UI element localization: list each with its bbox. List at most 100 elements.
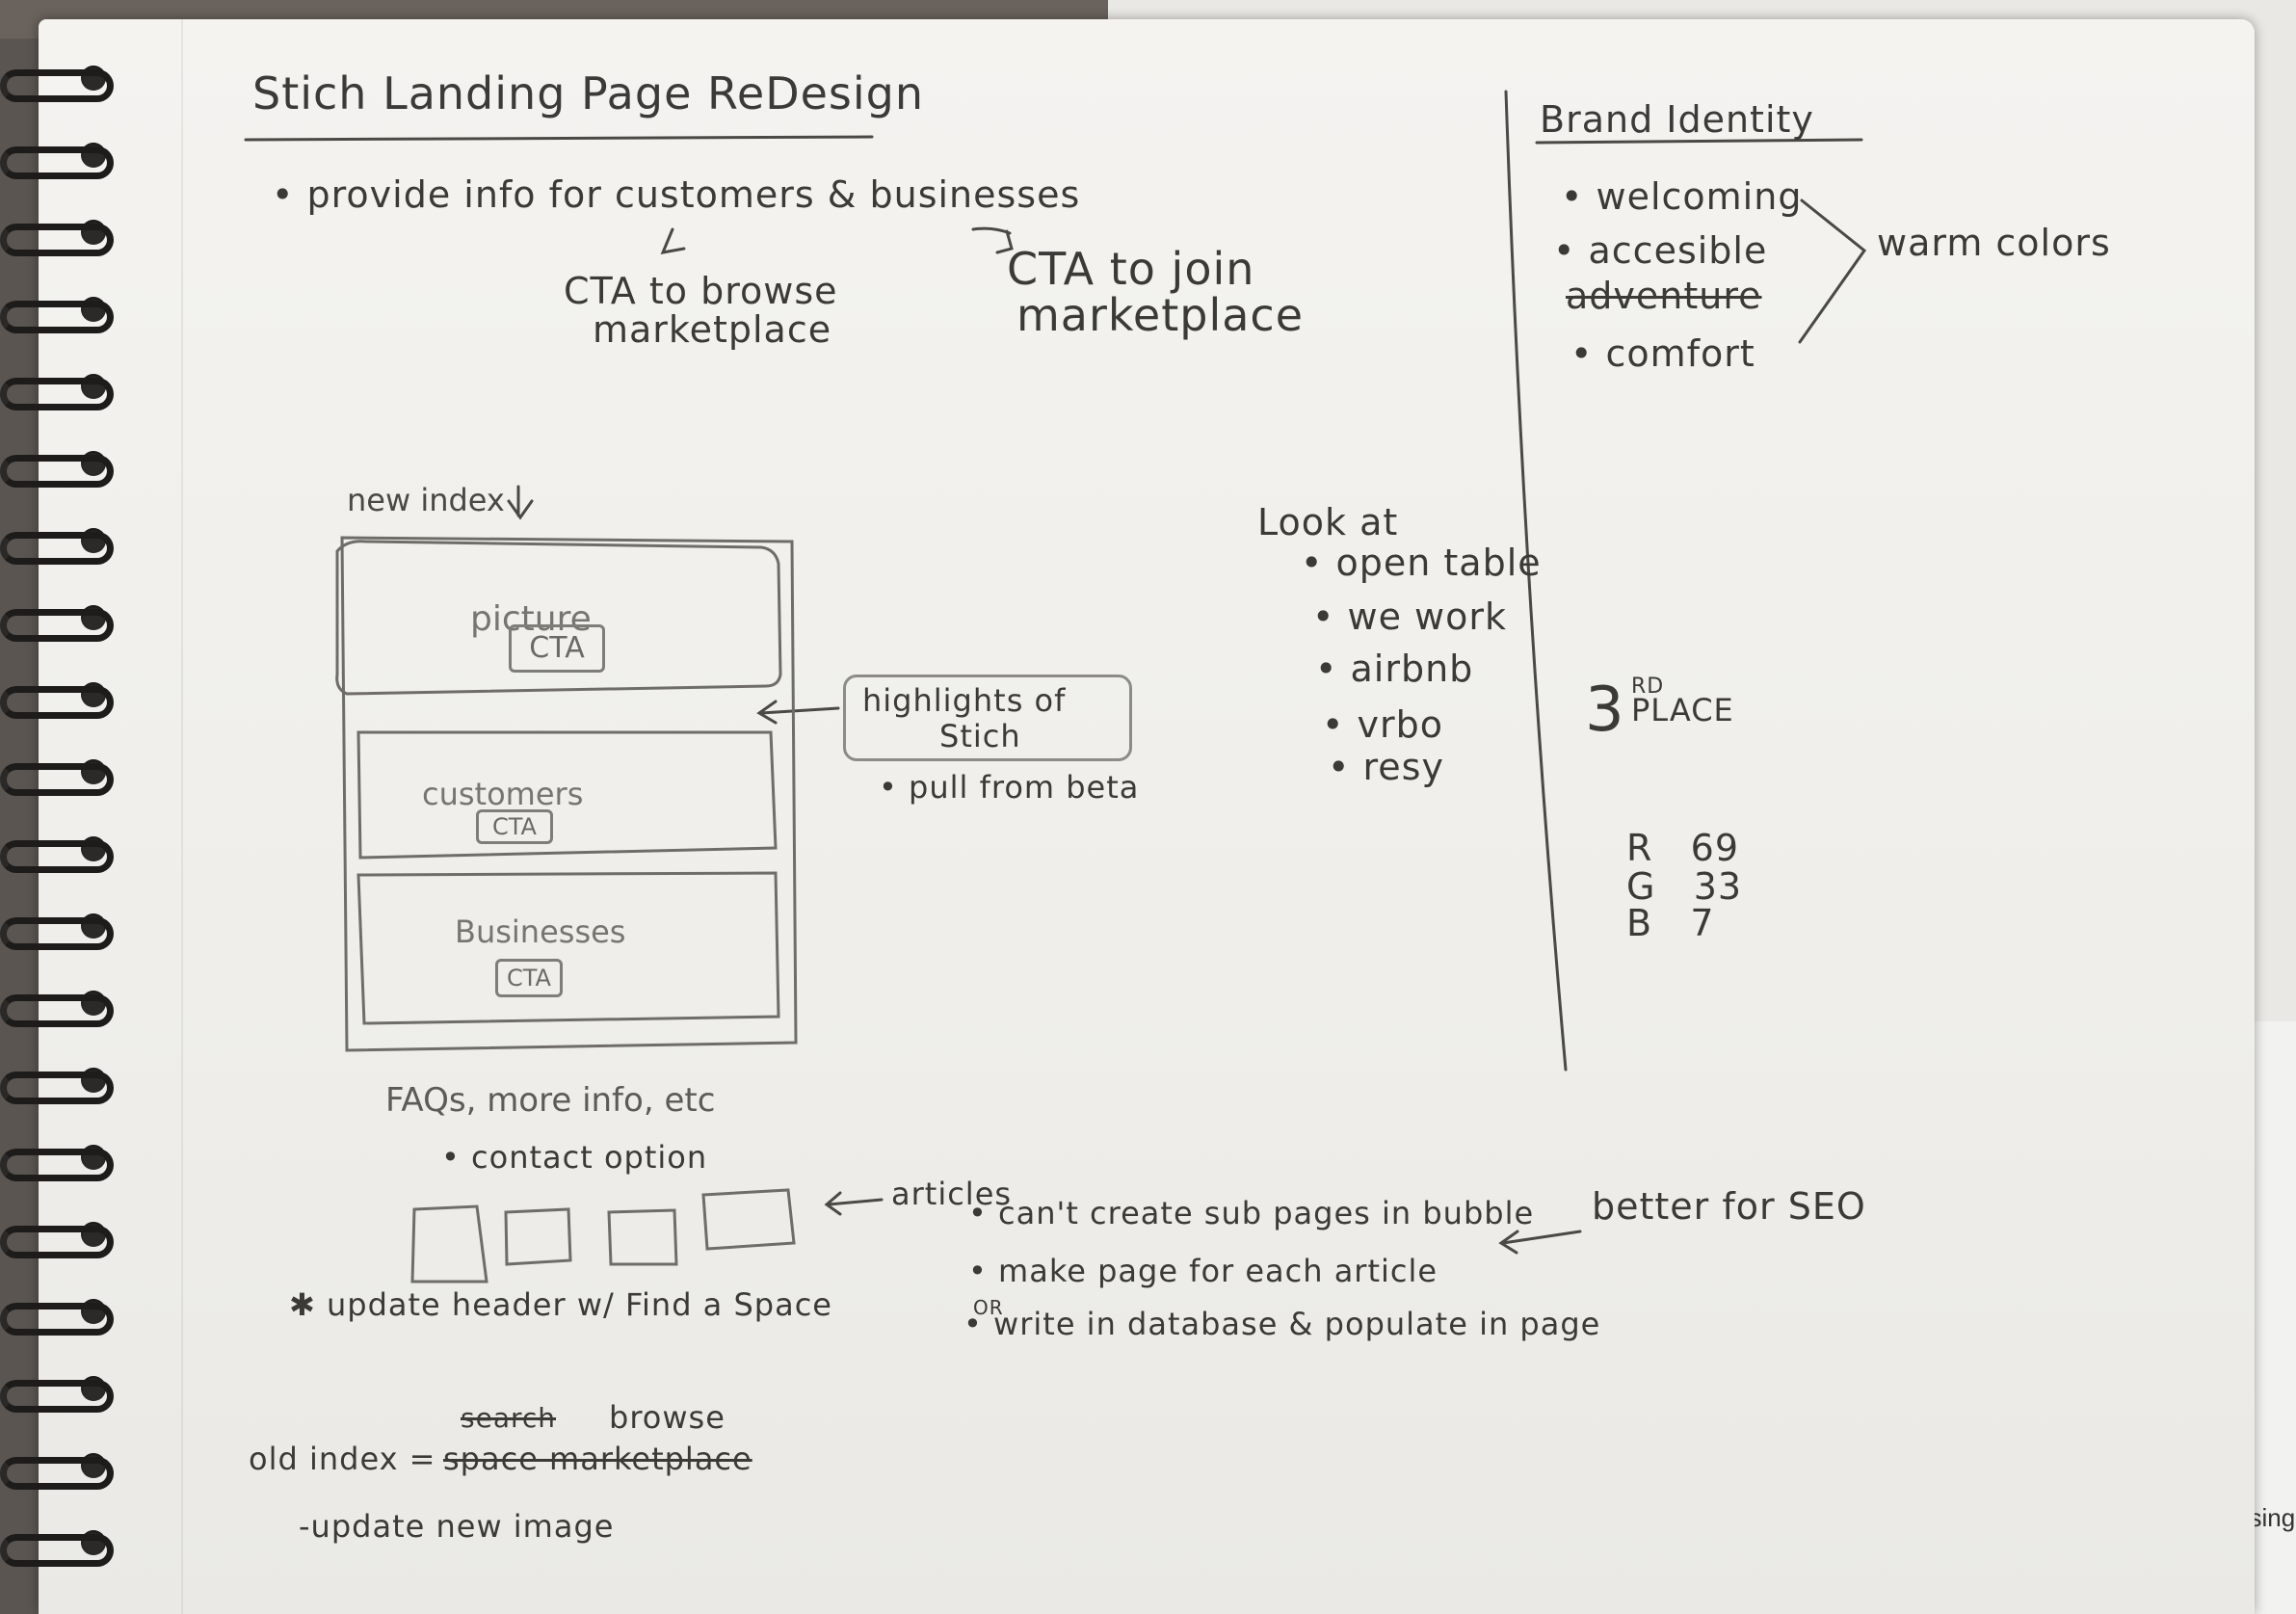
look-item-text: we work bbox=[1347, 595, 1507, 638]
spiral-coil bbox=[0, 609, 114, 642]
spiral-coil bbox=[0, 69, 114, 102]
goal-bullet: • provide info for customers & businesse… bbox=[272, 173, 1081, 216]
picture-cta: CTA bbox=[509, 624, 605, 673]
rgb-r: R 69 bbox=[1626, 827, 1739, 869]
articles-label: articles bbox=[891, 1176, 1013, 1212]
brand-item: • welcoming bbox=[1561, 175, 1803, 218]
spiral-coil bbox=[0, 224, 114, 256]
rgb-label: G bbox=[1626, 865, 1656, 908]
look-item: • vrbo bbox=[1322, 703, 1443, 746]
article-card bbox=[410, 1204, 488, 1283]
title-underline bbox=[244, 135, 874, 142]
brand-item-text: accesible bbox=[1588, 229, 1768, 272]
rgb-value: 33 bbox=[1693, 865, 1743, 908]
picture-section bbox=[335, 540, 782, 696]
cta-browse-line2: marketplace bbox=[593, 308, 832, 351]
note-write: • write in database & populate in page bbox=[963, 1306, 1601, 1342]
old-browse: browse bbox=[609, 1399, 726, 1436]
brand-item-text: comfort bbox=[1605, 332, 1755, 375]
look-item: • airbnb bbox=[1315, 648, 1474, 690]
spiral-coil bbox=[0, 1303, 114, 1336]
rgb-value: 69 bbox=[1690, 827, 1740, 869]
old-index-label: old index = bbox=[249, 1441, 436, 1477]
spiral-coil bbox=[0, 1380, 114, 1413]
brand-heading: Brand Identity bbox=[1540, 98, 1814, 141]
faq-line: FAQs, more info, etc bbox=[385, 1081, 716, 1120]
arrow-join bbox=[995, 229, 1014, 254]
third-place-sup: RD bbox=[1631, 675, 1665, 699]
spiral-coil bbox=[0, 378, 114, 410]
note-or: OR bbox=[973, 1296, 1004, 1319]
highlights-arrow bbox=[756, 700, 840, 725]
look-item-text: vrbo bbox=[1357, 703, 1443, 746]
third-place-number: 3 bbox=[1585, 675, 1625, 746]
highlights-line1: highlights of bbox=[862, 682, 1067, 719]
rgb-value: 7 bbox=[1690, 902, 1715, 944]
spiral-coil bbox=[0, 1149, 114, 1181]
spiral-coil bbox=[0, 994, 114, 1027]
look-item-text: resy bbox=[1362, 746, 1444, 788]
note-cant: • can't create sub pages in bubble bbox=[968, 1195, 1535, 1231]
businesses-cta: CTA bbox=[495, 959, 563, 997]
spiral-coil bbox=[0, 917, 114, 950]
spiral-coil bbox=[0, 840, 114, 873]
spiral-coil bbox=[0, 1072, 114, 1104]
articles-arrow bbox=[824, 1191, 884, 1216]
page-title: Stich Landing Page ReDesign bbox=[252, 67, 925, 119]
customers-section bbox=[356, 730, 778, 860]
note-cant-text: can't create sub pages in bubble bbox=[998, 1195, 1535, 1231]
new-index-label: new index bbox=[347, 482, 505, 518]
seo-arrow bbox=[1498, 1230, 1582, 1255]
customers-cta: CTA bbox=[476, 809, 553, 844]
wireframe-businesses-label: Businesses bbox=[455, 913, 626, 950]
brand-bracket bbox=[1798, 198, 1867, 344]
spiral-coil bbox=[0, 146, 114, 179]
arrow-join-shaft bbox=[971, 226, 1012, 235]
highlights-line2: Stich bbox=[939, 718, 1021, 754]
look-item: • open table bbox=[1301, 542, 1542, 584]
article-card bbox=[701, 1188, 796, 1251]
spiral-coil bbox=[0, 1226, 114, 1258]
spiral-coil bbox=[0, 1457, 114, 1490]
note-write-text: write in database & populate in page bbox=[993, 1306, 1601, 1342]
old-update: -update new image bbox=[299, 1508, 615, 1545]
goal-text: provide info for customers & businesses bbox=[306, 173, 1081, 216]
wireframe-customers-label: customers bbox=[422, 776, 584, 812]
contact-text: contact option bbox=[471, 1139, 708, 1176]
article-card bbox=[504, 1207, 572, 1266]
column-divider bbox=[1504, 90, 1568, 1072]
note-header: ✱ update header w/ Find a Space bbox=[289, 1286, 832, 1323]
old-struck-top: search bbox=[461, 1402, 557, 1434]
new-index-arrow bbox=[507, 485, 534, 520]
businesses-section bbox=[356, 871, 780, 1025]
note-make-text: make page for each article bbox=[998, 1253, 1438, 1289]
pull-note: • pull from beta bbox=[879, 769, 1140, 806]
spiral-coil bbox=[0, 763, 114, 796]
highlights-box bbox=[843, 675, 1132, 761]
pull-text: pull from beta bbox=[909, 769, 1140, 806]
rgb-label: B bbox=[1626, 902, 1653, 944]
note-seo: better for SEO bbox=[1592, 1185, 1866, 1228]
warm-colors: warm colors bbox=[1877, 222, 2111, 264]
cta-join-line2: marketplace bbox=[1016, 289, 1305, 341]
spiral-coil bbox=[0, 686, 114, 719]
article-card bbox=[607, 1208, 678, 1266]
look-heading: Look at bbox=[1257, 501, 1399, 543]
look-item: • we work bbox=[1312, 595, 1507, 638]
brand-heading-underline bbox=[1535, 138, 1863, 145]
arrow-browse bbox=[660, 227, 686, 254]
brand-item-struck: adventure bbox=[1566, 275, 1762, 317]
note-header-text: update header w/ Find a Space bbox=[326, 1286, 832, 1323]
cta-join-line1: CTA to join bbox=[1007, 243, 1255, 295]
spiral-coil bbox=[0, 1534, 114, 1567]
cta-browse-line1: CTA to browse bbox=[564, 270, 838, 312]
spiral-coil bbox=[0, 532, 114, 565]
brand-item-text: welcoming bbox=[1596, 175, 1803, 218]
note-make: • make page for each article bbox=[968, 1253, 1438, 1289]
notebook-page bbox=[39, 19, 2255, 1614]
rgb-b: B 7 bbox=[1626, 902, 1715, 944]
margin-line bbox=[181, 19, 183, 1614]
spiral-coil bbox=[0, 455, 114, 488]
contact-option: • contact option bbox=[441, 1139, 708, 1176]
